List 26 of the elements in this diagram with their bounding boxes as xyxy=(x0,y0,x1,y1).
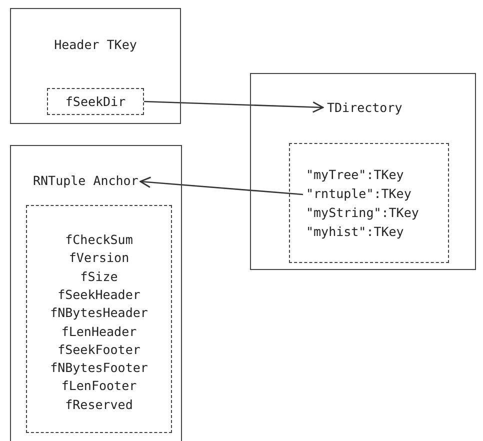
field-list-box xyxy=(26,205,172,433)
field-name: fNBytesFooter xyxy=(49,360,149,376)
field-name: fSeekDir xyxy=(64,94,127,109)
field-name: fCheckSum xyxy=(64,232,134,247)
field-name: fReserved xyxy=(64,396,134,412)
key-entry: "myTree":TKey xyxy=(306,167,404,184)
box-title: Header TKey xyxy=(53,37,138,52)
box-title: TDirectory xyxy=(327,100,402,115)
field-name: fSeekHeader xyxy=(56,286,142,302)
box-title: RNTuple Anchor xyxy=(33,173,138,190)
key-entry: "myString":TKey xyxy=(306,205,419,222)
arrow xyxy=(140,176,304,196)
field-name: fSize xyxy=(79,268,119,284)
directory-box xyxy=(250,73,476,270)
field-name: fVersion xyxy=(68,250,130,266)
field-name: fNBytesHeader xyxy=(49,305,149,320)
field-name: fLenFooter xyxy=(60,378,138,394)
key-list-box xyxy=(289,143,449,263)
field-name: fSeekFooter xyxy=(56,342,142,357)
field-box xyxy=(47,88,144,115)
key-entry: "myhist":TKey xyxy=(306,224,404,241)
arrow xyxy=(144,100,324,113)
key-entry: "rntuple":TKey xyxy=(306,186,412,203)
field-name: fLenHeader xyxy=(60,324,138,338)
anchor-box xyxy=(10,145,182,441)
key-box xyxy=(10,8,181,124)
